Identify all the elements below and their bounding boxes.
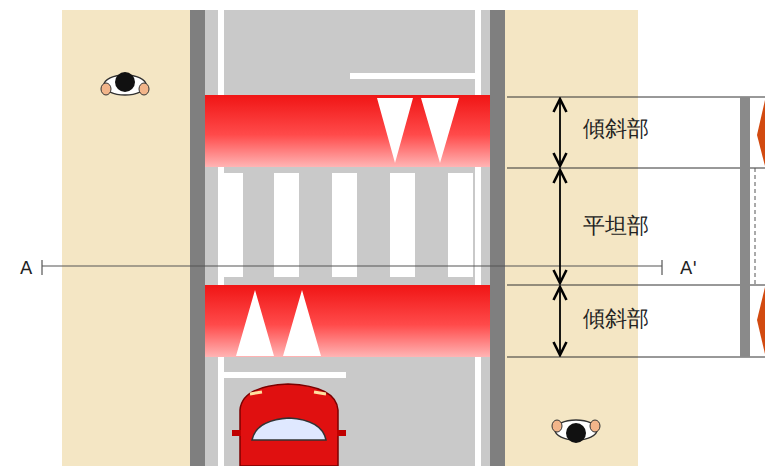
triangle-marking (377, 98, 459, 163)
slope-band (205, 95, 490, 167)
car (232, 384, 346, 466)
curb (190, 10, 205, 466)
stop-line (350, 73, 475, 79)
section-label: A (20, 259, 32, 277)
section-label: A' (680, 259, 697, 277)
dimension-label: 傾斜部 (583, 308, 649, 330)
triangle-marking (236, 290, 321, 356)
sidewalk (62, 10, 190, 466)
curb (490, 10, 505, 466)
slope-band (205, 285, 490, 357)
zebra-stripes (218, 173, 473, 277)
dimension-label: 傾斜部 (583, 118, 649, 140)
sidewalk (505, 10, 638, 466)
section-line (42, 260, 662, 275)
stop-line (224, 372, 346, 378)
extension-line (507, 97, 765, 357)
pedestrian (101, 72, 149, 95)
dimension-label: 平坦部 (583, 215, 649, 237)
dimension-arrow (559, 99, 561, 355)
cross-section-profile (740, 97, 765, 357)
road (205, 10, 490, 466)
pedestrian (552, 420, 600, 443)
edge-line (475, 10, 481, 466)
